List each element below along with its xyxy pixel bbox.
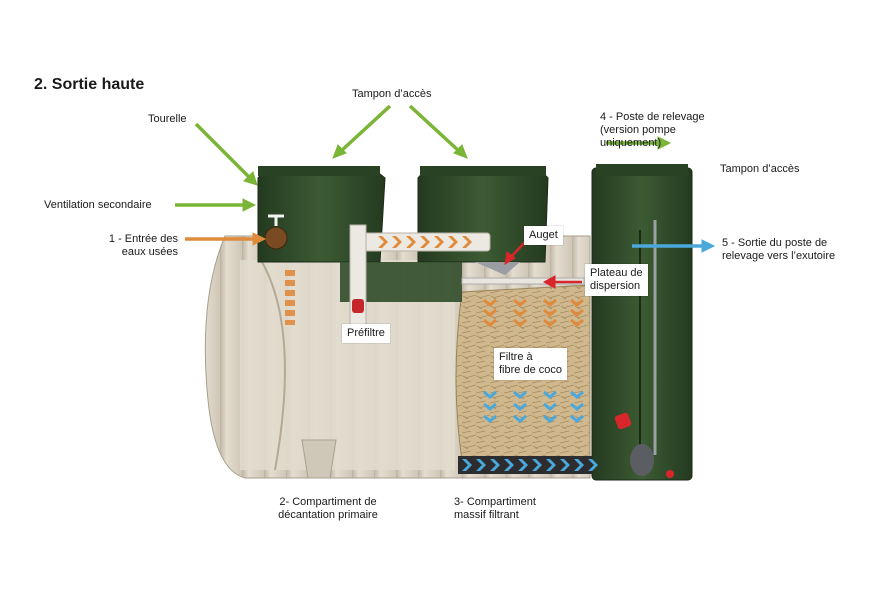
label-compartiment-filtrant: 3- Compartiment massif filtrant	[454, 496, 536, 521]
label-tampon-acces-top: Tampon d’accès	[352, 88, 432, 100]
pump	[630, 444, 654, 476]
label-tourelle: Tourelle	[148, 113, 187, 125]
dispersion-plate	[461, 277, 585, 285]
label-auget: Auget	[524, 226, 563, 245]
label-tampon-acces-right: Tampon d’accès	[720, 163, 800, 175]
arrow-orange-inlet-icon	[185, 232, 267, 246]
label-poste-relevage: 4 - Poste de relevage (version pompe uni…	[600, 111, 705, 149]
inlet-pipe	[264, 226, 288, 250]
float-switch	[614, 412, 632, 430]
label-ventilation-secondaire: Ventilation secondaire	[44, 199, 152, 211]
flow-chevrons-filter-orange	[483, 298, 584, 327]
label-prefiltre: Préfiltre	[342, 324, 390, 343]
flow-chevrons-orange	[378, 236, 472, 248]
drain-bed	[458, 456, 608, 474]
lifting-station	[591, 164, 693, 481]
label-sortie-poste: 5 - Sortie du poste de relevage vers l’e…	[722, 237, 836, 262]
page-title: 2. Sortie haute	[34, 76, 145, 93]
arrow-red-icon	[504, 240, 582, 289]
flow-chevrons-drain-blue	[462, 459, 598, 471]
flow-chevrons-filter-blue	[483, 390, 584, 423]
arrow-green-icon	[175, 104, 672, 212]
prefilter-marker	[352, 299, 364, 313]
auget	[475, 262, 520, 275]
label-compartiment-decantation: 2- Compartiment de décantation primaire	[278, 496, 378, 521]
label-plateau-dispersion: Plateau de dispersion	[585, 264, 648, 296]
arrow-blue-icon	[632, 239, 716, 253]
label-entree-eaux: 1 - Entrée des eaux usées	[108, 233, 178, 258]
label-filtre-coco: Filtre à fibre de coco	[494, 348, 567, 380]
